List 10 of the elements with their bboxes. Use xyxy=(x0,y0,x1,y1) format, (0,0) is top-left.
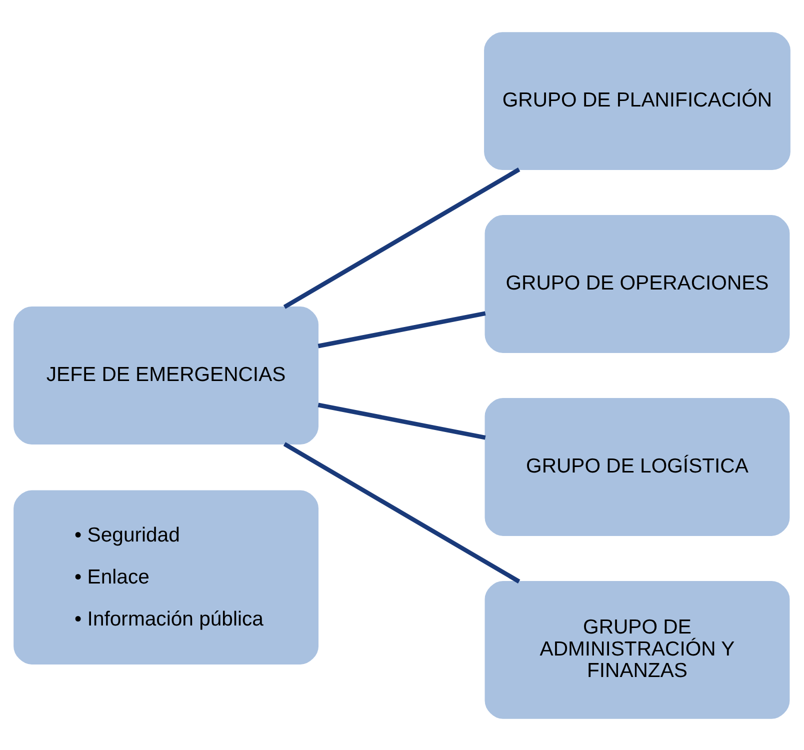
node-box: • Seguridad • Enlace • Información pública xyxy=(14,490,318,664)
node-box: JEFE DE EMERGENCIAS xyxy=(14,306,318,444)
node-box: GRUPO DE OPERACIONES xyxy=(484,214,790,352)
connector xyxy=(283,167,520,308)
node-box: GRUPO DE LOGÍSTICA xyxy=(484,398,790,536)
node-box: GRUPO DE PLANIFICACIÓN xyxy=(484,32,790,170)
connector xyxy=(318,310,486,348)
node-box: GRUPO DE ADMINISTRACIÓN Y FINANZAS xyxy=(484,580,790,718)
connector xyxy=(318,402,486,440)
connector xyxy=(283,442,520,583)
